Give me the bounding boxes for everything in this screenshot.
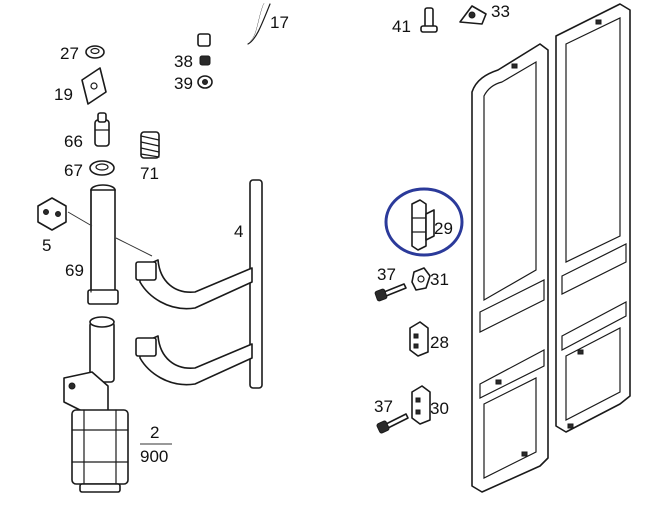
label-17: 17 [270,13,289,32]
part-30-hinge[interactable] [411,385,431,425]
part-31-washer[interactable] [411,267,431,291]
label-41: 41 [392,17,411,36]
part-4-frame[interactable] [135,179,263,389]
label-37-lower: 37 [374,397,393,416]
part-67-ring[interactable] [89,160,115,176]
part-29-latch[interactable] [411,199,435,251]
label-19: 19 [54,85,73,104]
door-frame-left[interactable] [471,43,549,493]
label-30: 30 [430,399,449,418]
part-27-nut[interactable] [85,45,105,59]
part-69-tube[interactable] [87,184,119,305]
part-33-clip[interactable] [459,5,487,25]
highlight-circle-29 [384,187,464,257]
part-66-valve-stem[interactable] [94,112,110,147]
label-71: 71 [140,164,159,183]
part-28-bracket[interactable] [409,321,429,357]
label-69: 69 [65,261,84,280]
part-39-nut[interactable] [197,75,213,89]
label-67: 67 [64,161,83,180]
label-5: 5 [42,236,51,255]
label-29: 29 [434,219,453,238]
fraction-numerator: 2 [150,423,159,442]
fraction-denominator: 900 [140,447,168,466]
cylinder-assembly[interactable] [63,316,129,493]
label-31: 31 [430,270,449,289]
part-5-bracket[interactable] [37,197,67,231]
label-27: 27 [60,44,79,63]
part-17-bent-tube[interactable] [197,3,271,47]
door-frame-right[interactable] [555,3,631,433]
label-28: 28 [430,333,449,352]
part-38-nut[interactable] [199,55,211,66]
label-37-upper: 37 [377,265,396,284]
part-41-bolt[interactable] [420,7,438,33]
label-38: 38 [174,52,193,71]
part-37-screw-upper[interactable] [374,283,407,302]
part-71-spring[interactable] [140,131,160,159]
label-4: 4 [234,222,243,241]
label-33: 33 [491,2,510,21]
part-37-screw-lower[interactable] [376,413,409,434]
part-19-bracket[interactable] [81,67,107,105]
label-39: 39 [174,74,193,93]
label-66: 66 [64,132,83,151]
